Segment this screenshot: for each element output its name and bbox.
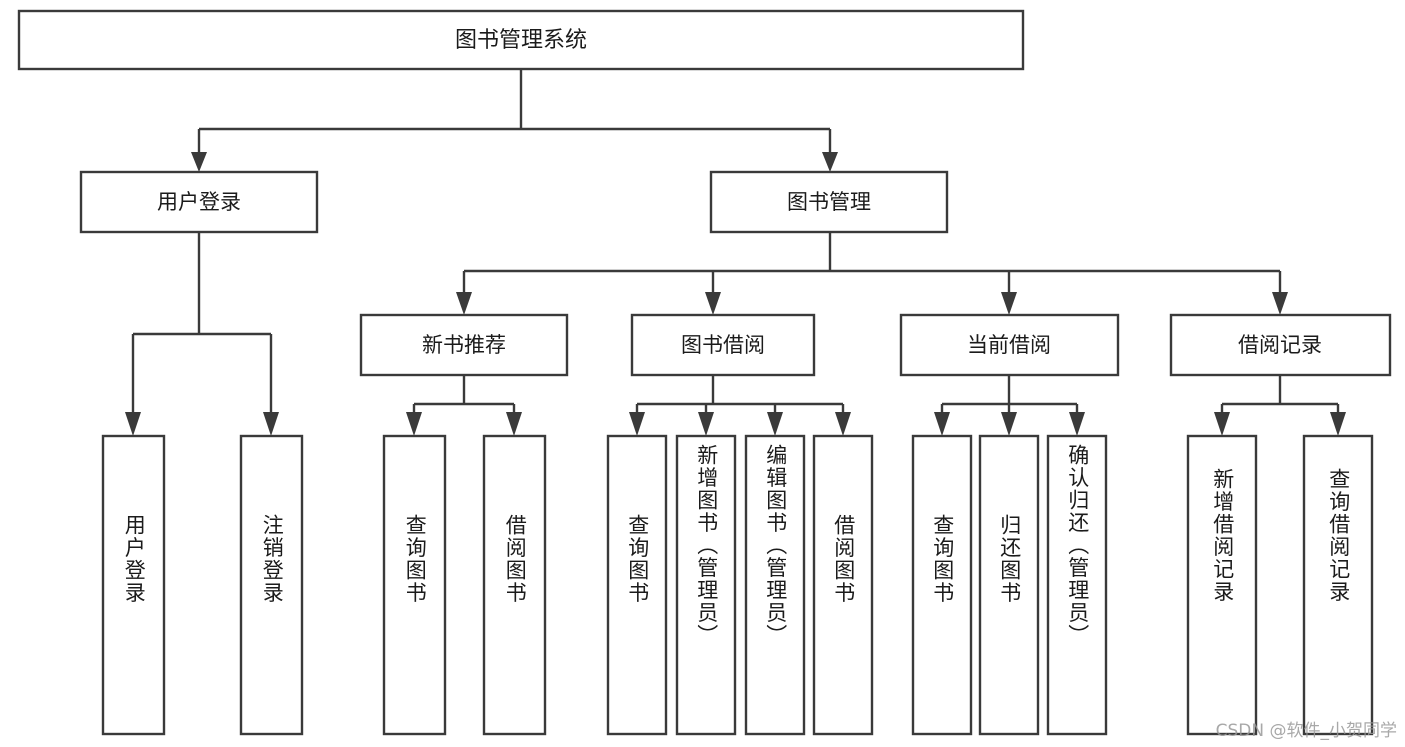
arrowhead-br-leaf1 bbox=[1214, 412, 1230, 436]
node-leaf-bb-query-book-box[interactable] bbox=[606, 434, 668, 736]
node-borrow-record-box[interactable] bbox=[1169, 313, 1392, 377]
node-leaf-nb-query-book-box[interactable] bbox=[382, 434, 447, 736]
node-current-borrow-label: 当前借阅 bbox=[967, 333, 1051, 357]
arrowhead-leaf-user-login bbox=[125, 412, 141, 436]
node-new-book-recommend-label: 新书推荐 bbox=[422, 333, 506, 357]
arrowhead-br-leaf2 bbox=[1330, 412, 1346, 436]
connector-layer bbox=[125, 69, 1346, 436]
node-leaf-bb-edit-book-box[interactable] bbox=[744, 434, 806, 736]
node-leaf-bb-borrow-book-box[interactable] bbox=[812, 434, 874, 736]
arrowhead-nb-leaf2 bbox=[506, 412, 522, 436]
node-leaf-br-query-record-box[interactable] bbox=[1302, 434, 1374, 736]
arrowhead-borrow bbox=[705, 292, 721, 315]
node-user-login-box[interactable] bbox=[79, 170, 319, 234]
node-leaf-cb-query-book-box[interactable] bbox=[911, 434, 973, 736]
node-user-login-label: 用户登录 bbox=[157, 190, 241, 214]
arrowhead-cb-leaf2 bbox=[1001, 412, 1017, 436]
node-leaf-cb-confirm-return-box[interactable] bbox=[1046, 434, 1108, 736]
arrowhead-bb-leaf2 bbox=[698, 412, 714, 436]
arrowhead-current bbox=[1001, 292, 1017, 315]
node-new-book-recommend-box[interactable] bbox=[359, 313, 569, 377]
arrowhead-user-login bbox=[191, 152, 207, 172]
arrowhead-cb-leaf3 bbox=[1069, 412, 1085, 436]
node-book-borrow-box[interactable] bbox=[630, 313, 816, 377]
arrowhead-bb-leaf1 bbox=[629, 412, 645, 436]
node-leaf-nb-borrow-book-box[interactable] bbox=[482, 434, 547, 736]
node-leaf-bb-add-book-box[interactable] bbox=[675, 434, 737, 736]
arrowhead-book-mgmt bbox=[822, 152, 838, 172]
node-borrow-record-label: 借阅记录 bbox=[1238, 333, 1322, 357]
arrowhead-record bbox=[1272, 292, 1288, 315]
node-leaf-br-add-record-box[interactable] bbox=[1186, 434, 1258, 736]
node-layer: 图书管理系统 用户登录 图书管理 新书推荐 图书借阅 当前借阅 借阅记录 bbox=[17, 9, 1392, 736]
node-leaf-logout-login-box[interactable] bbox=[239, 434, 304, 736]
node-root-box[interactable] bbox=[17, 9, 1025, 71]
arrowhead-bb-leaf3 bbox=[767, 412, 783, 436]
arrowhead-leaf-logout-login bbox=[263, 412, 279, 436]
arrowhead-bb-leaf4 bbox=[835, 412, 851, 436]
node-book-management-label: 图书管理 bbox=[787, 190, 871, 214]
node-book-borrow-label: 图书借阅 bbox=[681, 333, 765, 357]
arrowhead-nb-leaf1 bbox=[406, 412, 422, 436]
arrowhead-cb-leaf1 bbox=[934, 412, 950, 436]
arrowhead-newbook bbox=[456, 292, 472, 315]
node-current-borrow-box[interactable] bbox=[899, 313, 1120, 377]
node-leaf-cb-return-book-box[interactable] bbox=[978, 434, 1040, 736]
node-leaf-user-login-box[interactable] bbox=[101, 434, 166, 736]
watermark-text: CSDN @软件_小贺同学 bbox=[1215, 721, 1397, 741]
node-book-management-box[interactable] bbox=[709, 170, 949, 234]
node-root-label: 图书管理系统 bbox=[455, 28, 587, 53]
